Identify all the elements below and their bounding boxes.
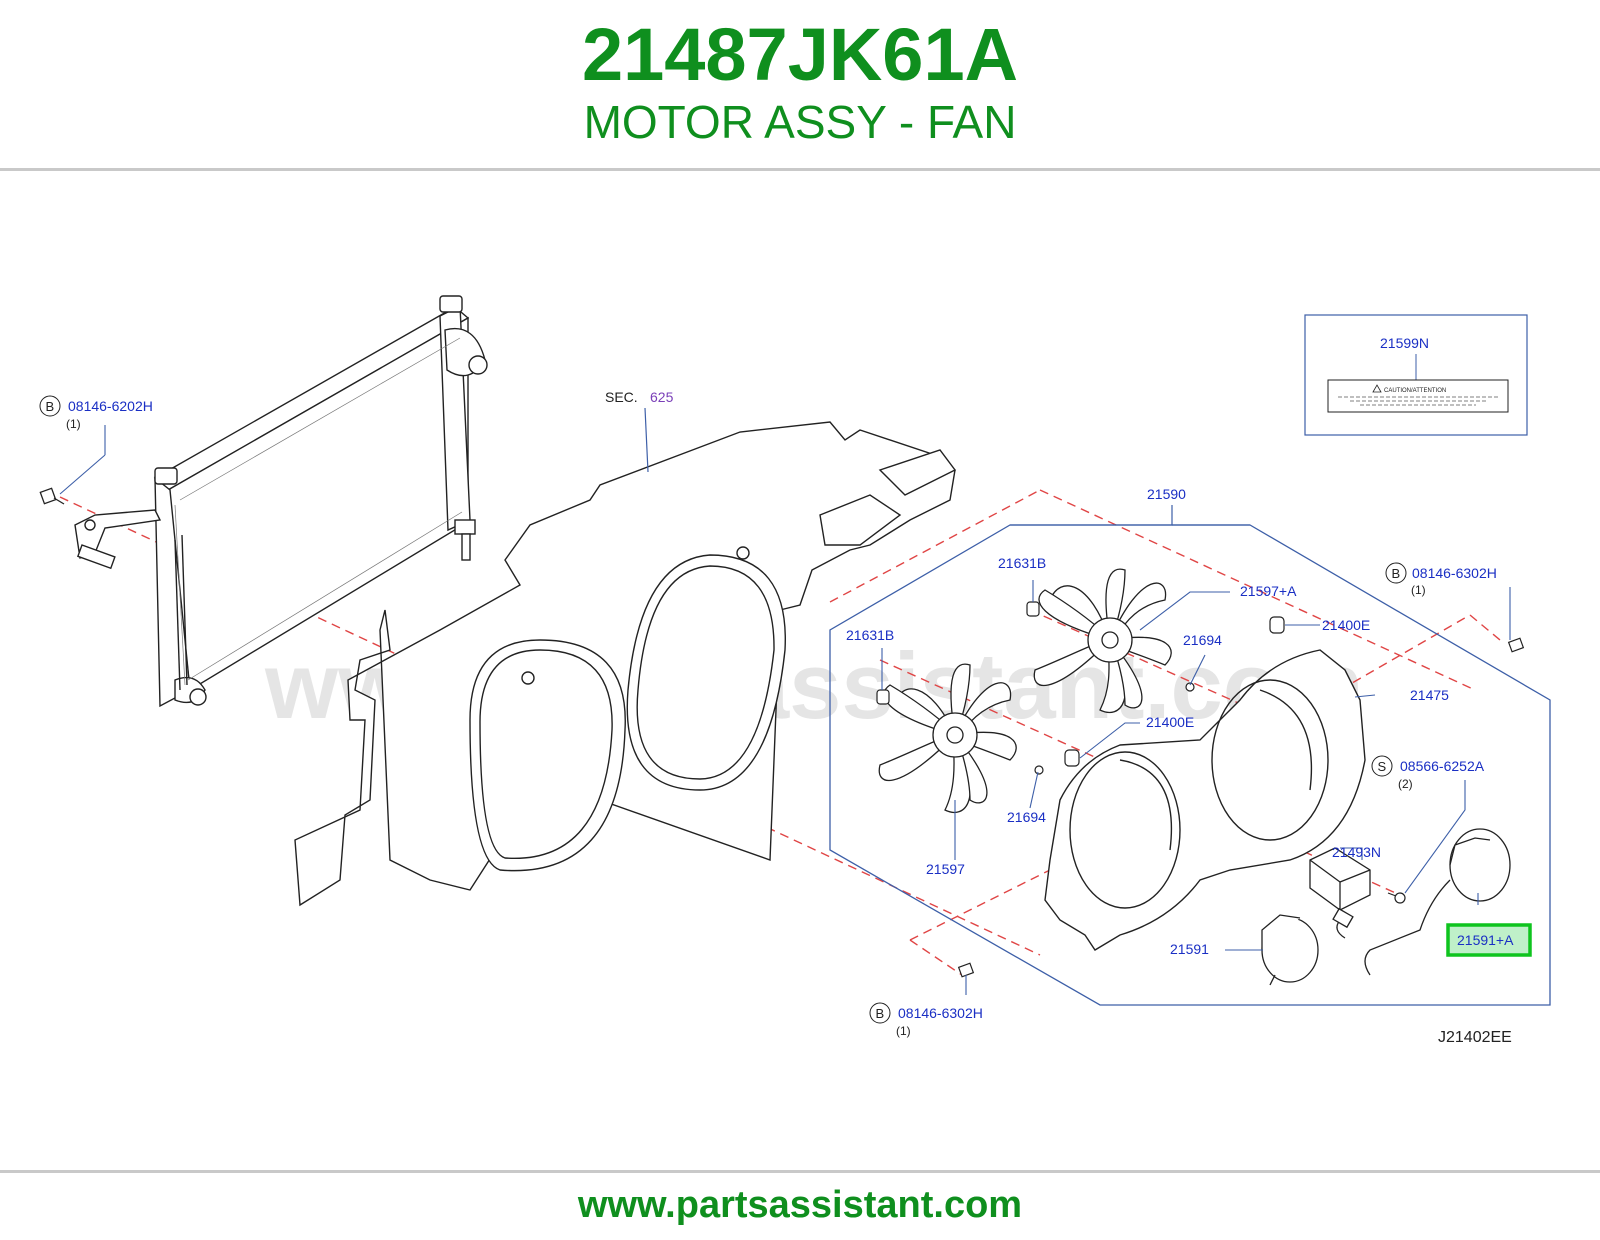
radiator-drawing bbox=[153, 295, 488, 708]
callout-nut-lower[interactable]: 21631B bbox=[846, 627, 894, 643]
callout-grommet-lower[interactable]: 21694 bbox=[1007, 809, 1046, 825]
shroud-drawing bbox=[1044, 649, 1366, 951]
callout-fan-upper[interactable]: 21597+A bbox=[1240, 583, 1297, 599]
symbol-b-circle bbox=[39, 395, 61, 417]
symbol-b: B bbox=[1392, 566, 1401, 581]
bolt-upper-left bbox=[39, 487, 65, 505]
caution-label-box: 21599N CAUTION/ATTENTION bbox=[1304, 314, 1528, 436]
part-label[interactable]: 08566-6252A bbox=[1400, 758, 1485, 774]
core-support-drawing bbox=[294, 421, 957, 907]
qty-label: (1) bbox=[1411, 583, 1426, 597]
symbol-b-circle bbox=[1385, 562, 1407, 584]
qty-label: (2) bbox=[1398, 777, 1413, 791]
motor-left-drawing bbox=[1261, 914, 1319, 986]
leader-lines bbox=[59, 425, 1511, 995]
callout-grommet-upper[interactable]: 21694 bbox=[1183, 632, 1222, 648]
small-hardware bbox=[876, 601, 1525, 978]
callout-nut-upper[interactable]: 21631B bbox=[998, 555, 1046, 571]
callout-screw-s[interactable]: S 08566-6252A (2) bbox=[1371, 755, 1485, 791]
callout-bolt-b-left[interactable]: B 08146-6202H (1) bbox=[39, 395, 153, 431]
fan-lower bbox=[878, 663, 1017, 814]
header-divider bbox=[0, 168, 1600, 171]
section-ref-leader bbox=[644, 407, 649, 473]
section-ref-number[interactable]: 625 bbox=[650, 389, 674, 405]
part-label[interactable]: 08146-6202H bbox=[68, 398, 153, 414]
radiator-core-lines bbox=[174, 337, 463, 686]
callout-bolt-b-right[interactable]: B 08146-6302H (1) bbox=[1385, 562, 1497, 597]
fan-upper bbox=[1033, 568, 1172, 714]
callout-motor-right-highlighted[interactable]: 21591+A bbox=[1446, 923, 1532, 957]
part-name-subtitle: MOTOR ASSY - FAN bbox=[583, 96, 1017, 148]
motor-right-drawing bbox=[1332, 828, 1511, 976]
diagram-code: J21402EE bbox=[1438, 1029, 1512, 1046]
part-number-title: 21487JK61A bbox=[581, 13, 1019, 96]
label-caution-text: CAUTION/ATTENTION bbox=[1384, 388, 1446, 394]
part-label[interactable]: 08146-6302H bbox=[1412, 565, 1497, 581]
label-graphic bbox=[1327, 379, 1509, 413]
warning-triangle-icon bbox=[1372, 384, 1382, 393]
qty-label: (1) bbox=[896, 1024, 911, 1038]
resistor-drawing bbox=[1309, 847, 1371, 911]
highlight-box bbox=[1446, 923, 1532, 957]
symbol-s: S bbox=[1378, 759, 1387, 774]
callout-fan-lower[interactable]: 21597 bbox=[926, 861, 965, 877]
callout-bolt-b-bottom[interactable]: B 08146-6302H (1) bbox=[869, 1002, 983, 1038]
callout-bushing-lower[interactable]: 21400E bbox=[1146, 714, 1194, 730]
assembly-outline bbox=[829, 524, 1551, 1006]
label-part-number[interactable]: 21599N bbox=[1380, 335, 1429, 351]
symbol-b: B bbox=[876, 1006, 885, 1021]
callout-shroud-assy[interactable]: 21590 bbox=[1147, 486, 1186, 502]
section-ref-prefix: SEC. bbox=[605, 389, 638, 405]
symbol-b: B bbox=[46, 399, 55, 414]
assembly-bracket-leader bbox=[1010, 505, 1173, 526]
part-label[interactable]: 08146-6302H bbox=[898, 1005, 983, 1021]
footer-website-link[interactable]: www.partsassistant.com bbox=[577, 1184, 1023, 1226]
symbol-b-circle bbox=[869, 1002, 891, 1024]
callout-motor-left[interactable]: 21591 bbox=[1170, 941, 1209, 957]
callout-shroud[interactable]: 21475 bbox=[1410, 687, 1449, 703]
callout-bushing-upper[interactable]: 21400E bbox=[1322, 617, 1370, 633]
symbol-s-circle bbox=[1371, 755, 1393, 777]
label-placeholder-lines bbox=[1338, 396, 1498, 406]
part-label[interactable]: 21591+A bbox=[1457, 932, 1514, 948]
callout-resistor[interactable]: 21493N bbox=[1332, 844, 1381, 860]
screw-drawing bbox=[1387, 892, 1406, 904]
radiator-bracket bbox=[74, 509, 162, 570]
footer-divider bbox=[0, 1170, 1600, 1173]
qty-label: (1) bbox=[66, 417, 81, 431]
